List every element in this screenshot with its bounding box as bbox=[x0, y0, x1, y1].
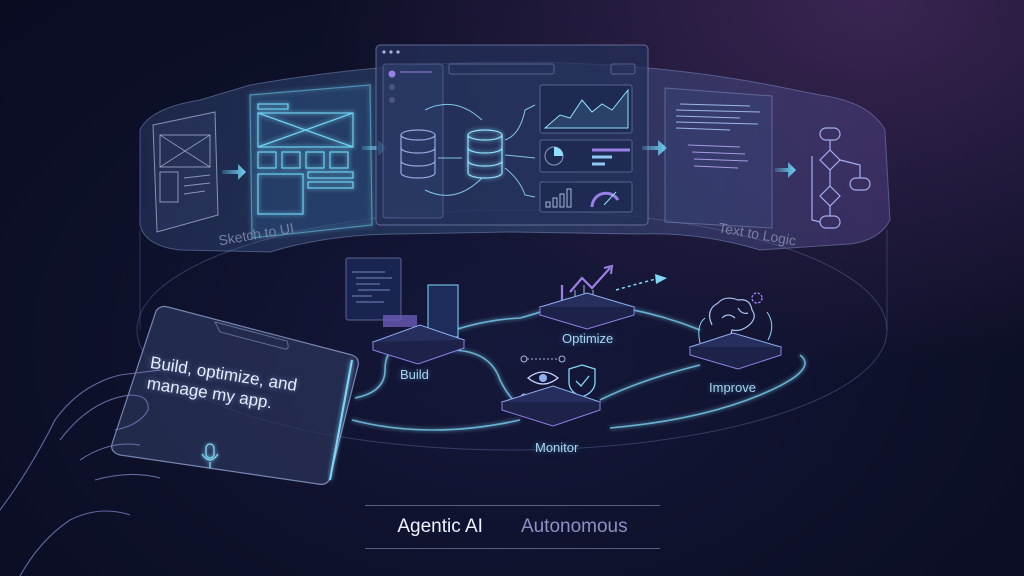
microphone-icon bbox=[201, 443, 219, 468]
brain-icon bbox=[708, 297, 755, 339]
optimize-label: Optimize bbox=[562, 331, 614, 346]
improve-label: Improve bbox=[709, 380, 756, 395]
footer-secondary: Autonomous bbox=[520, 516, 628, 537]
monitor-label: Monitor bbox=[535, 440, 579, 455]
sketch-wireframe bbox=[152, 111, 219, 233]
improve-node bbox=[688, 292, 783, 370]
pie-panel bbox=[539, 139, 633, 173]
optimize-node bbox=[538, 264, 667, 330]
tablet-device bbox=[111, 305, 359, 485]
footer-tagline: Agentic AI Autonomous bbox=[365, 505, 660, 549]
build-label: Build bbox=[400, 367, 429, 382]
area-chart-panel bbox=[539, 84, 633, 134]
flowchart-icon bbox=[811, 127, 871, 229]
arrow-icon bbox=[222, 164, 246, 180]
hand-outline bbox=[0, 369, 161, 576]
arrow-icon bbox=[775, 162, 796, 178]
database-icon bbox=[400, 129, 436, 179]
gear-icon bbox=[751, 292, 763, 304]
database-icon bbox=[467, 129, 503, 179]
eye-icon bbox=[526, 371, 560, 385]
ui-wireframe bbox=[249, 84, 373, 239]
code-panel bbox=[664, 87, 773, 229]
dashboard-window bbox=[375, 44, 649, 226]
monitor-node bbox=[500, 355, 602, 427]
shield-check-icon bbox=[568, 364, 596, 398]
arrow-icon bbox=[642, 140, 667, 156]
footer-primary: Agentic AI bbox=[397, 516, 483, 537]
bar-gauge-panel bbox=[539, 181, 633, 213]
build-node bbox=[345, 257, 466, 365]
